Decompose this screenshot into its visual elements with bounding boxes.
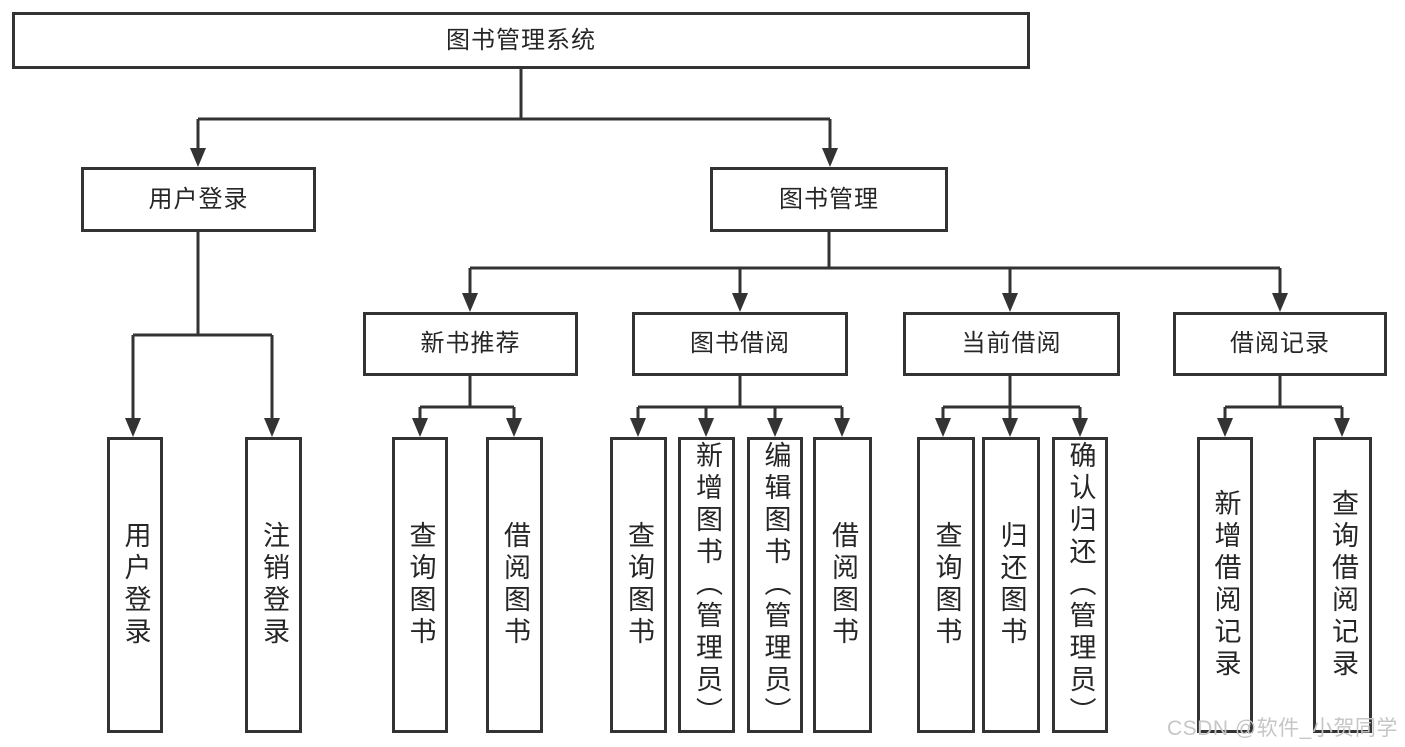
connector-root-to-level2 bbox=[190, 69, 838, 167]
leaf-add-borrow-record: 新增借阅记录 bbox=[1197, 437, 1253, 733]
node-borrowing-records: 借阅记录 bbox=[1173, 312, 1387, 376]
leaf-edit-book-admin: 编辑图书（管理员） bbox=[747, 437, 803, 733]
leaf-query-books-recommend: 查询图书 bbox=[392, 437, 448, 733]
leaf-query-books-borrowing: 查询图书 bbox=[610, 437, 667, 733]
leaf-borrow-books: 借阅图书 bbox=[813, 437, 872, 733]
leaf-borrow-books-recommend: 借阅图书 bbox=[486, 437, 543, 733]
connector-book-management-branch bbox=[462, 232, 1288, 312]
node-new-book-recommendation: 新书推荐 bbox=[363, 312, 578, 376]
node-book-borrowing: 图书借阅 bbox=[632, 312, 848, 376]
leaf-return-books: 归还图书 bbox=[982, 437, 1040, 733]
connector-borrow-records-branch bbox=[1217, 376, 1350, 437]
connector-book-borrow-branch bbox=[630, 376, 850, 437]
connector-current-borrow-branch bbox=[935, 376, 1088, 437]
node-book-management: 图书管理 bbox=[710, 167, 948, 232]
node-current-borrowing: 当前借阅 bbox=[903, 312, 1120, 376]
leaf-query-books-current: 查询图书 bbox=[917, 437, 975, 733]
connector-new-book-branch bbox=[412, 376, 522, 437]
leaf-user-login: 用户登录 bbox=[107, 437, 163, 733]
connector-user-login-branch bbox=[125, 232, 280, 437]
csdn-watermark: CSDN @软件_小贺同学 bbox=[1167, 717, 1398, 740]
node-user-login: 用户登录 bbox=[81, 167, 316, 232]
leaf-query-borrow-record: 查询借阅记录 bbox=[1313, 437, 1372, 733]
leaf-confirm-return-admin: 确认归还（管理员） bbox=[1052, 437, 1108, 733]
node-library-management-system: 图书管理系统 bbox=[12, 12, 1030, 69]
leaf-logout: 注销登录 bbox=[245, 437, 302, 733]
leaf-add-book-admin: 新增图书（管理员） bbox=[678, 437, 735, 733]
